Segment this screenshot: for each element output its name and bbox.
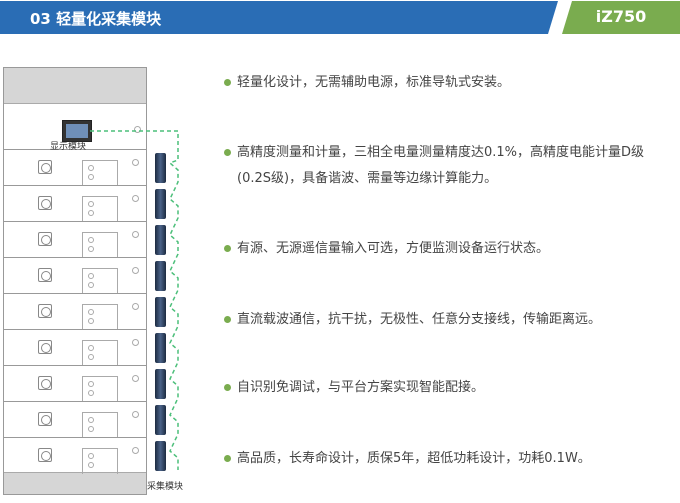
collector-module-icon xyxy=(155,333,166,363)
collector-module-icon xyxy=(155,297,166,327)
feature-text: 有源、无源遥信量输入可选，方便监测设备运行状态。 xyxy=(237,241,550,256)
collector-module-icon xyxy=(155,369,166,399)
bullet-icon xyxy=(224,384,231,391)
bus-wiring xyxy=(90,130,179,470)
drawer-row xyxy=(4,293,146,330)
meter-panel xyxy=(82,412,118,438)
meter-panel xyxy=(82,304,118,330)
section-title: 03 轻量化采集模块 xyxy=(30,10,162,28)
display-module-label: 显示模块 xyxy=(50,142,87,152)
bullet-icon xyxy=(224,245,231,252)
bullet-icon xyxy=(224,455,231,462)
feature-text: 自识别免调试，与平台方案实现智能配接。 xyxy=(237,380,485,395)
indicator-lamp-icon xyxy=(132,231,139,238)
rotary-switch-icon xyxy=(38,268,52,282)
meter-panel xyxy=(82,232,118,258)
collector-module-icon xyxy=(155,261,166,291)
feature-text: 高精度测量和计量，三相全电量测量精度达0.1%，高精度电能计量D级(0.2S级)… xyxy=(237,145,645,186)
rotary-switch-icon xyxy=(38,160,52,174)
indicator-lamp-icon xyxy=(132,303,139,310)
rotary-switch-icon xyxy=(38,232,52,246)
feature-text: 高品质，长寿命设计，质保5年，超低功耗设计，功耗0.1W。 xyxy=(237,451,591,466)
indicator-lamp-icon xyxy=(132,267,139,274)
meter-panel xyxy=(82,268,118,294)
indicator-lamp-icon xyxy=(132,375,139,382)
feature-item: 高品质，长寿命设计，质保5年，超低功耗设计，功耗0.1W。 xyxy=(224,446,664,472)
collector-module-icon xyxy=(155,153,166,183)
drawer-row xyxy=(4,257,146,294)
cabinet-bottom-panel xyxy=(4,472,146,494)
drawer-row xyxy=(4,365,146,402)
collector-module-label: 采集模块 xyxy=(147,482,184,492)
indicator-lamp-icon xyxy=(134,126,141,133)
bullet-icon xyxy=(224,316,231,323)
collector-module-icon xyxy=(155,405,166,435)
meter-panel xyxy=(82,340,118,366)
drawer-row xyxy=(4,401,146,438)
indicator-lamp-icon xyxy=(132,159,139,166)
section-header: 03 轻量化采集模块 iZ750 xyxy=(0,0,680,34)
meter-panel xyxy=(82,160,118,186)
collector-module-icon xyxy=(155,225,166,255)
bullet-icon xyxy=(224,79,231,86)
rotary-switch-icon xyxy=(38,376,52,390)
indicator-lamp-icon xyxy=(132,195,139,202)
indicator-lamp-icon xyxy=(132,447,139,454)
title-banner: 03 轻量化采集模块 xyxy=(0,1,558,34)
bullet-icon xyxy=(224,149,231,156)
rotary-switch-icon xyxy=(38,412,52,426)
feature-item: 直流载波通信，抗干扰，无极性、任意分支接线，传输距离远。 xyxy=(224,307,664,333)
rotary-switch-icon xyxy=(38,304,52,318)
drawer-row xyxy=(4,149,146,186)
drawer-row xyxy=(4,221,146,258)
collector-module-icon xyxy=(155,189,166,219)
rotary-switch-icon xyxy=(38,448,52,462)
feature-text: 直流载波通信，抗干扰，无极性、任意分支接线，传输距离远。 xyxy=(237,312,602,327)
indicator-lamp-icon xyxy=(132,411,139,418)
meter-panel xyxy=(82,448,118,474)
feature-text: 轻量化设计，无需辅助电源，标准导轨式安装。 xyxy=(237,75,511,90)
collector-module-icon xyxy=(155,441,166,471)
indicator-lamp-icon xyxy=(132,339,139,346)
display-module-icon xyxy=(62,120,92,142)
feature-item: 自识别免调试，与平台方案实现智能配接。 xyxy=(224,375,664,401)
drawer-row xyxy=(4,437,146,474)
feature-item: 有源、无源遥信量输入可选，方便监测设备运行状态。 xyxy=(224,236,664,262)
drawer-row xyxy=(4,329,146,366)
meter-panel xyxy=(82,376,118,402)
rotary-switch-icon xyxy=(38,340,52,354)
drawer-row xyxy=(4,185,146,222)
feature-item: 轻量化设计，无需辅助电源，标准导轨式安装。 xyxy=(224,70,664,96)
meter-panel xyxy=(82,196,118,222)
cabinet-top-panel xyxy=(4,68,146,104)
feature-item: 高精度测量和计量，三相全电量测量精度达0.1%，高精度电能计量D级(0.2S级)… xyxy=(224,140,664,192)
switchgear-cabinet-diagram xyxy=(3,67,147,495)
model-banner: iZ750 xyxy=(562,1,680,34)
model-name: iZ750 xyxy=(595,7,647,26)
rotary-switch-icon xyxy=(38,196,52,210)
